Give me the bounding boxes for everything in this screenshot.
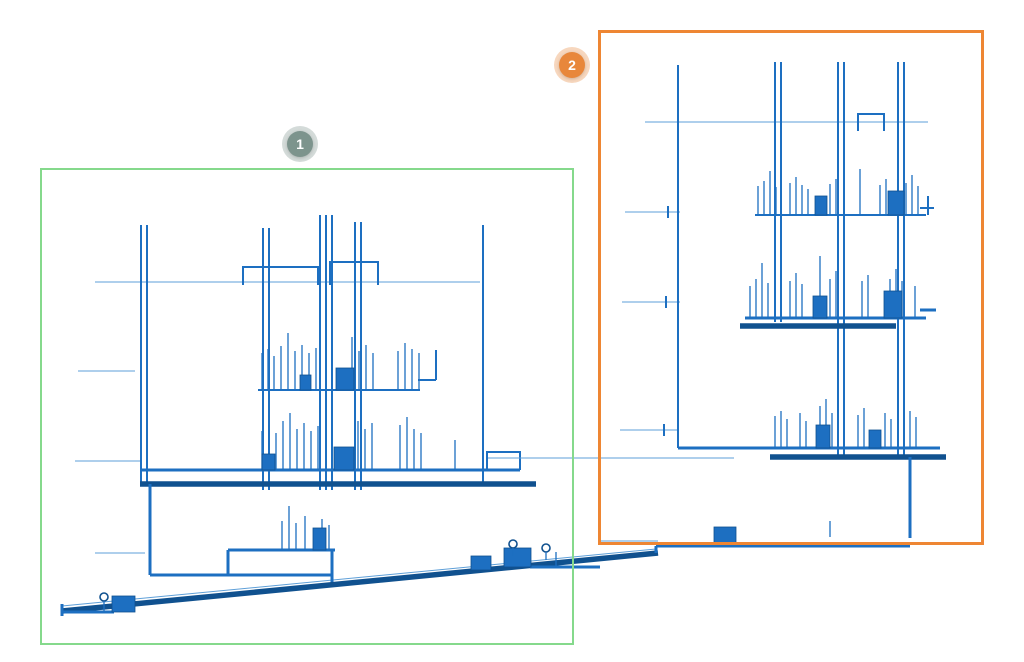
zone1-riser-pipes xyxy=(140,215,484,490)
zone2-equipment-block xyxy=(814,195,828,216)
zone1-mid-branch-ticks xyxy=(261,333,420,390)
equipment-block xyxy=(470,555,492,571)
zone1-equipment-block xyxy=(261,453,276,471)
zone1-badge: 1 xyxy=(287,131,313,157)
zone2-badge-label: 2 xyxy=(568,57,576,73)
valve-stems xyxy=(512,548,557,566)
zone2-level-lines xyxy=(600,121,928,542)
zone2-equipment-block xyxy=(812,295,828,319)
pump-block xyxy=(111,595,136,613)
zone2-mid-header xyxy=(745,308,936,320)
zone2-upper-branch-ticks xyxy=(757,169,919,215)
zone2-piping-group xyxy=(600,62,946,553)
zone1-lower-pipes xyxy=(148,484,335,586)
zone1-trap-connector xyxy=(486,451,521,470)
zone2-lower-branch-ticks xyxy=(774,399,917,448)
zone2-equipment-block xyxy=(887,190,905,216)
zone1-piping-group xyxy=(60,215,659,616)
zone2-equipment-block xyxy=(815,424,831,449)
zone1-lower-branch-ticks xyxy=(281,506,330,550)
zone2-badge: 2 xyxy=(559,52,585,78)
zone1-equipment-block xyxy=(299,374,312,391)
zone1-equipment-block xyxy=(335,367,355,391)
bottom-sloped-main xyxy=(61,550,659,614)
zone1-bridge-connectors xyxy=(242,261,379,285)
valve-icon xyxy=(541,543,551,553)
zone1-equipment-block xyxy=(333,446,355,471)
bottom-left-stub xyxy=(60,565,600,616)
zone2-level-ticks xyxy=(663,206,669,436)
valve-icon xyxy=(99,592,109,602)
zone2-equipment-block xyxy=(868,429,882,449)
zone2-return-pipes xyxy=(654,457,912,553)
zone1-badge-label: 1 xyxy=(296,136,304,152)
zone1-level-lines xyxy=(61,281,657,607)
zone1-main-branch-ticks xyxy=(261,413,456,470)
zone2-riser-pipes xyxy=(677,62,905,456)
zone2-top-hook xyxy=(857,113,885,131)
zone1-equipment-block xyxy=(312,527,327,551)
valve-icon xyxy=(508,539,518,549)
zone2-equipment-block xyxy=(883,290,903,319)
pump-block xyxy=(713,526,737,545)
equipment-block xyxy=(503,547,532,568)
